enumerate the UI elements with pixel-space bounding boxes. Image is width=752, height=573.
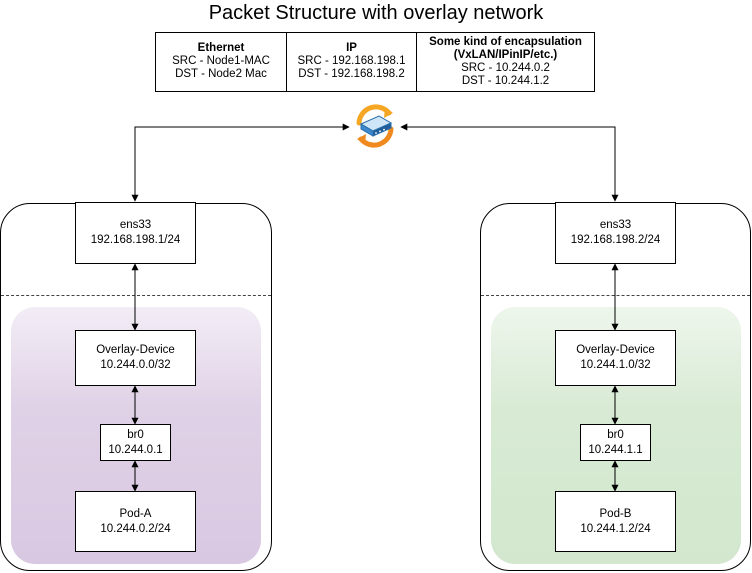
node2-pod-name: Pod-B xyxy=(599,507,632,520)
node1-overlay-address: 10.244.0.0/32 xyxy=(100,359,171,371)
node2-bridge: br0 10.244.1.1 xyxy=(580,424,651,461)
node2-overlay-device: Overlay-Device 10.244.1.0/32 xyxy=(555,330,676,386)
ip-header-label: IP xyxy=(346,42,357,54)
node2-to-router-link xyxy=(400,123,619,202)
node1-pod-name: Pod-A xyxy=(119,507,152,520)
node1-pod-address: 10.244.0.2/24 xyxy=(100,522,171,535)
node1-bridge: br0 10.244.0.1 xyxy=(100,424,171,461)
diagram-title: Packet Structure with overlay network xyxy=(208,2,544,24)
node2-overlay-address: 10.244.1.0/32 xyxy=(580,359,651,371)
node1-bridge-address: 10.244.0.1 xyxy=(108,443,163,456)
node2-ens33-address: 192.168.198.2/24 xyxy=(570,234,661,246)
node1-pod: Pod-A 10.244.0.2/24 xyxy=(75,491,196,552)
node1-to-router-link xyxy=(131,123,350,202)
node2-pod-address: 10.244.1.2/24 xyxy=(580,522,651,535)
ip-src: SRC - 192.168.198.1 xyxy=(297,55,406,67)
packet-structure-table: Ethernet SRC - Node1-MAC DST - Node2 Mac… xyxy=(155,32,595,92)
encapsulation-header-label: Some kind of encapsulation (VxLAN/IPinIP… xyxy=(429,36,582,61)
ip-header-cell: IP SRC - 192.168.198.1 DST - 192.168.198… xyxy=(286,33,416,91)
ethernet-header-label: Ethernet xyxy=(197,42,245,54)
encapsulation-header-cell: Some kind of encapsulation (VxLAN/IPinIP… xyxy=(416,33,594,91)
ethernet-src: SRC - Node1-MAC xyxy=(172,55,270,67)
ip-dst: DST - 192.168.198.2 xyxy=(298,68,405,80)
node1-ens33-name: ens33 xyxy=(119,219,152,231)
node2-ens33-name: ens33 xyxy=(599,219,632,231)
ethernet-header-cell: Ethernet SRC - Node1-MAC DST - Node2 Mac xyxy=(156,33,286,91)
node2-bridge-name: br0 xyxy=(607,428,624,441)
node1-ens33-address: 192.168.198.1/24 xyxy=(90,234,181,246)
node2-ens33-interface: ens33 192.168.198.2/24 xyxy=(555,202,676,264)
node1-ens33-interface: ens33 192.168.198.1/24 xyxy=(75,202,196,264)
encapsulation-src: SRC - 10.244.0.2 xyxy=(461,62,550,74)
node1-bridge-name: br0 xyxy=(127,428,144,441)
encapsulation-dst: DST - 10.244.1.2 xyxy=(461,75,550,87)
node2-overlay-name: Overlay-Device xyxy=(576,344,655,356)
node2-pod: Pod-B 10.244.1.2/24 xyxy=(555,491,676,552)
router-icon xyxy=(349,101,401,151)
node1-overlay-device: Overlay-Device 10.244.0.0/32 xyxy=(75,330,196,386)
node1-overlay-name: Overlay-Device xyxy=(96,344,175,356)
node2-bridge-address: 10.244.1.1 xyxy=(588,443,643,456)
ethernet-dst: DST - Node2 Mac xyxy=(175,68,267,80)
